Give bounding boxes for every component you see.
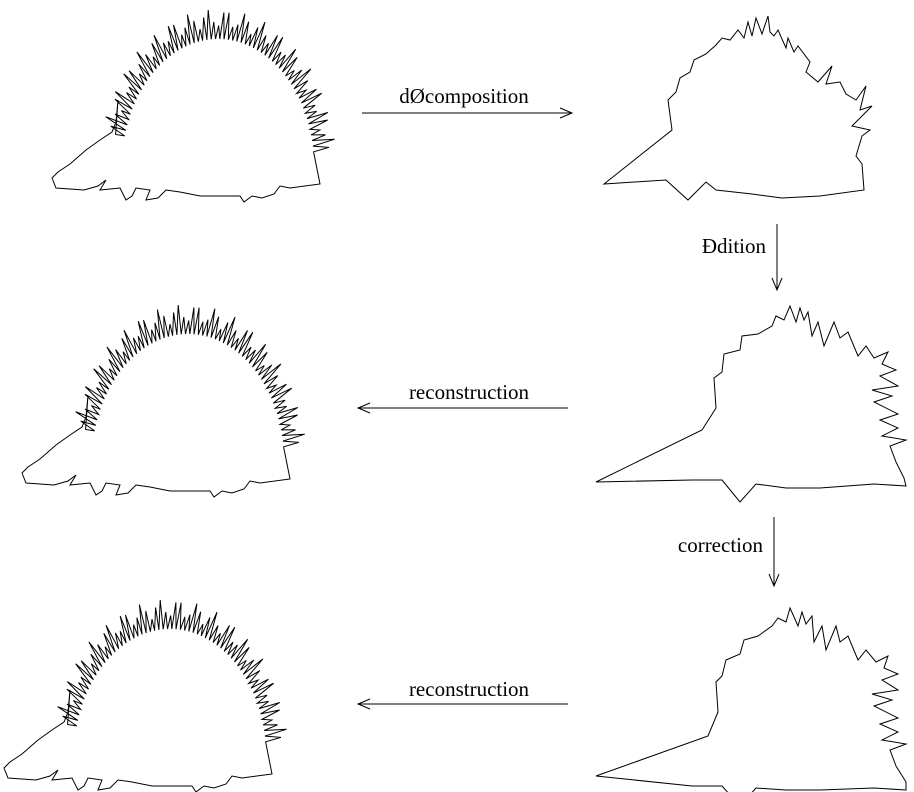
coarse-hedgehog-outline <box>604 16 872 200</box>
decomposition-arrow <box>362 108 572 118</box>
coarse-hedgehog-added <box>596 306 906 502</box>
correction-label: correction <box>678 533 764 557</box>
coarse-hedgehog-decomposed <box>604 16 872 200</box>
detailed-hedgehog-outline <box>22 305 305 497</box>
decomposition-label: dØcomposition <box>399 84 529 108</box>
reconstruction-label-1: reconstruction <box>409 380 530 404</box>
coarse-hedgehog-outline <box>596 306 906 502</box>
coarse-hedgehog-outline <box>596 608 906 792</box>
correction-arrow <box>769 517 779 586</box>
detailed-hedgehog-original <box>52 10 335 202</box>
reconstruction-label-2: reconstruction <box>409 677 530 701</box>
coarse-hedgehog-corrected <box>596 608 906 792</box>
detailed-hedgehog-reconstructed-2 <box>4 600 287 792</box>
detailed-hedgehog-reconstructed-1 <box>22 305 305 497</box>
reconstruction-arrow-1 <box>358 403 568 413</box>
detailed-hedgehog-outline <box>4 600 287 792</box>
addition-label: Ðdition <box>702 234 767 258</box>
detailed-hedgehog-outline <box>52 10 335 202</box>
addition-arrow <box>772 224 782 290</box>
